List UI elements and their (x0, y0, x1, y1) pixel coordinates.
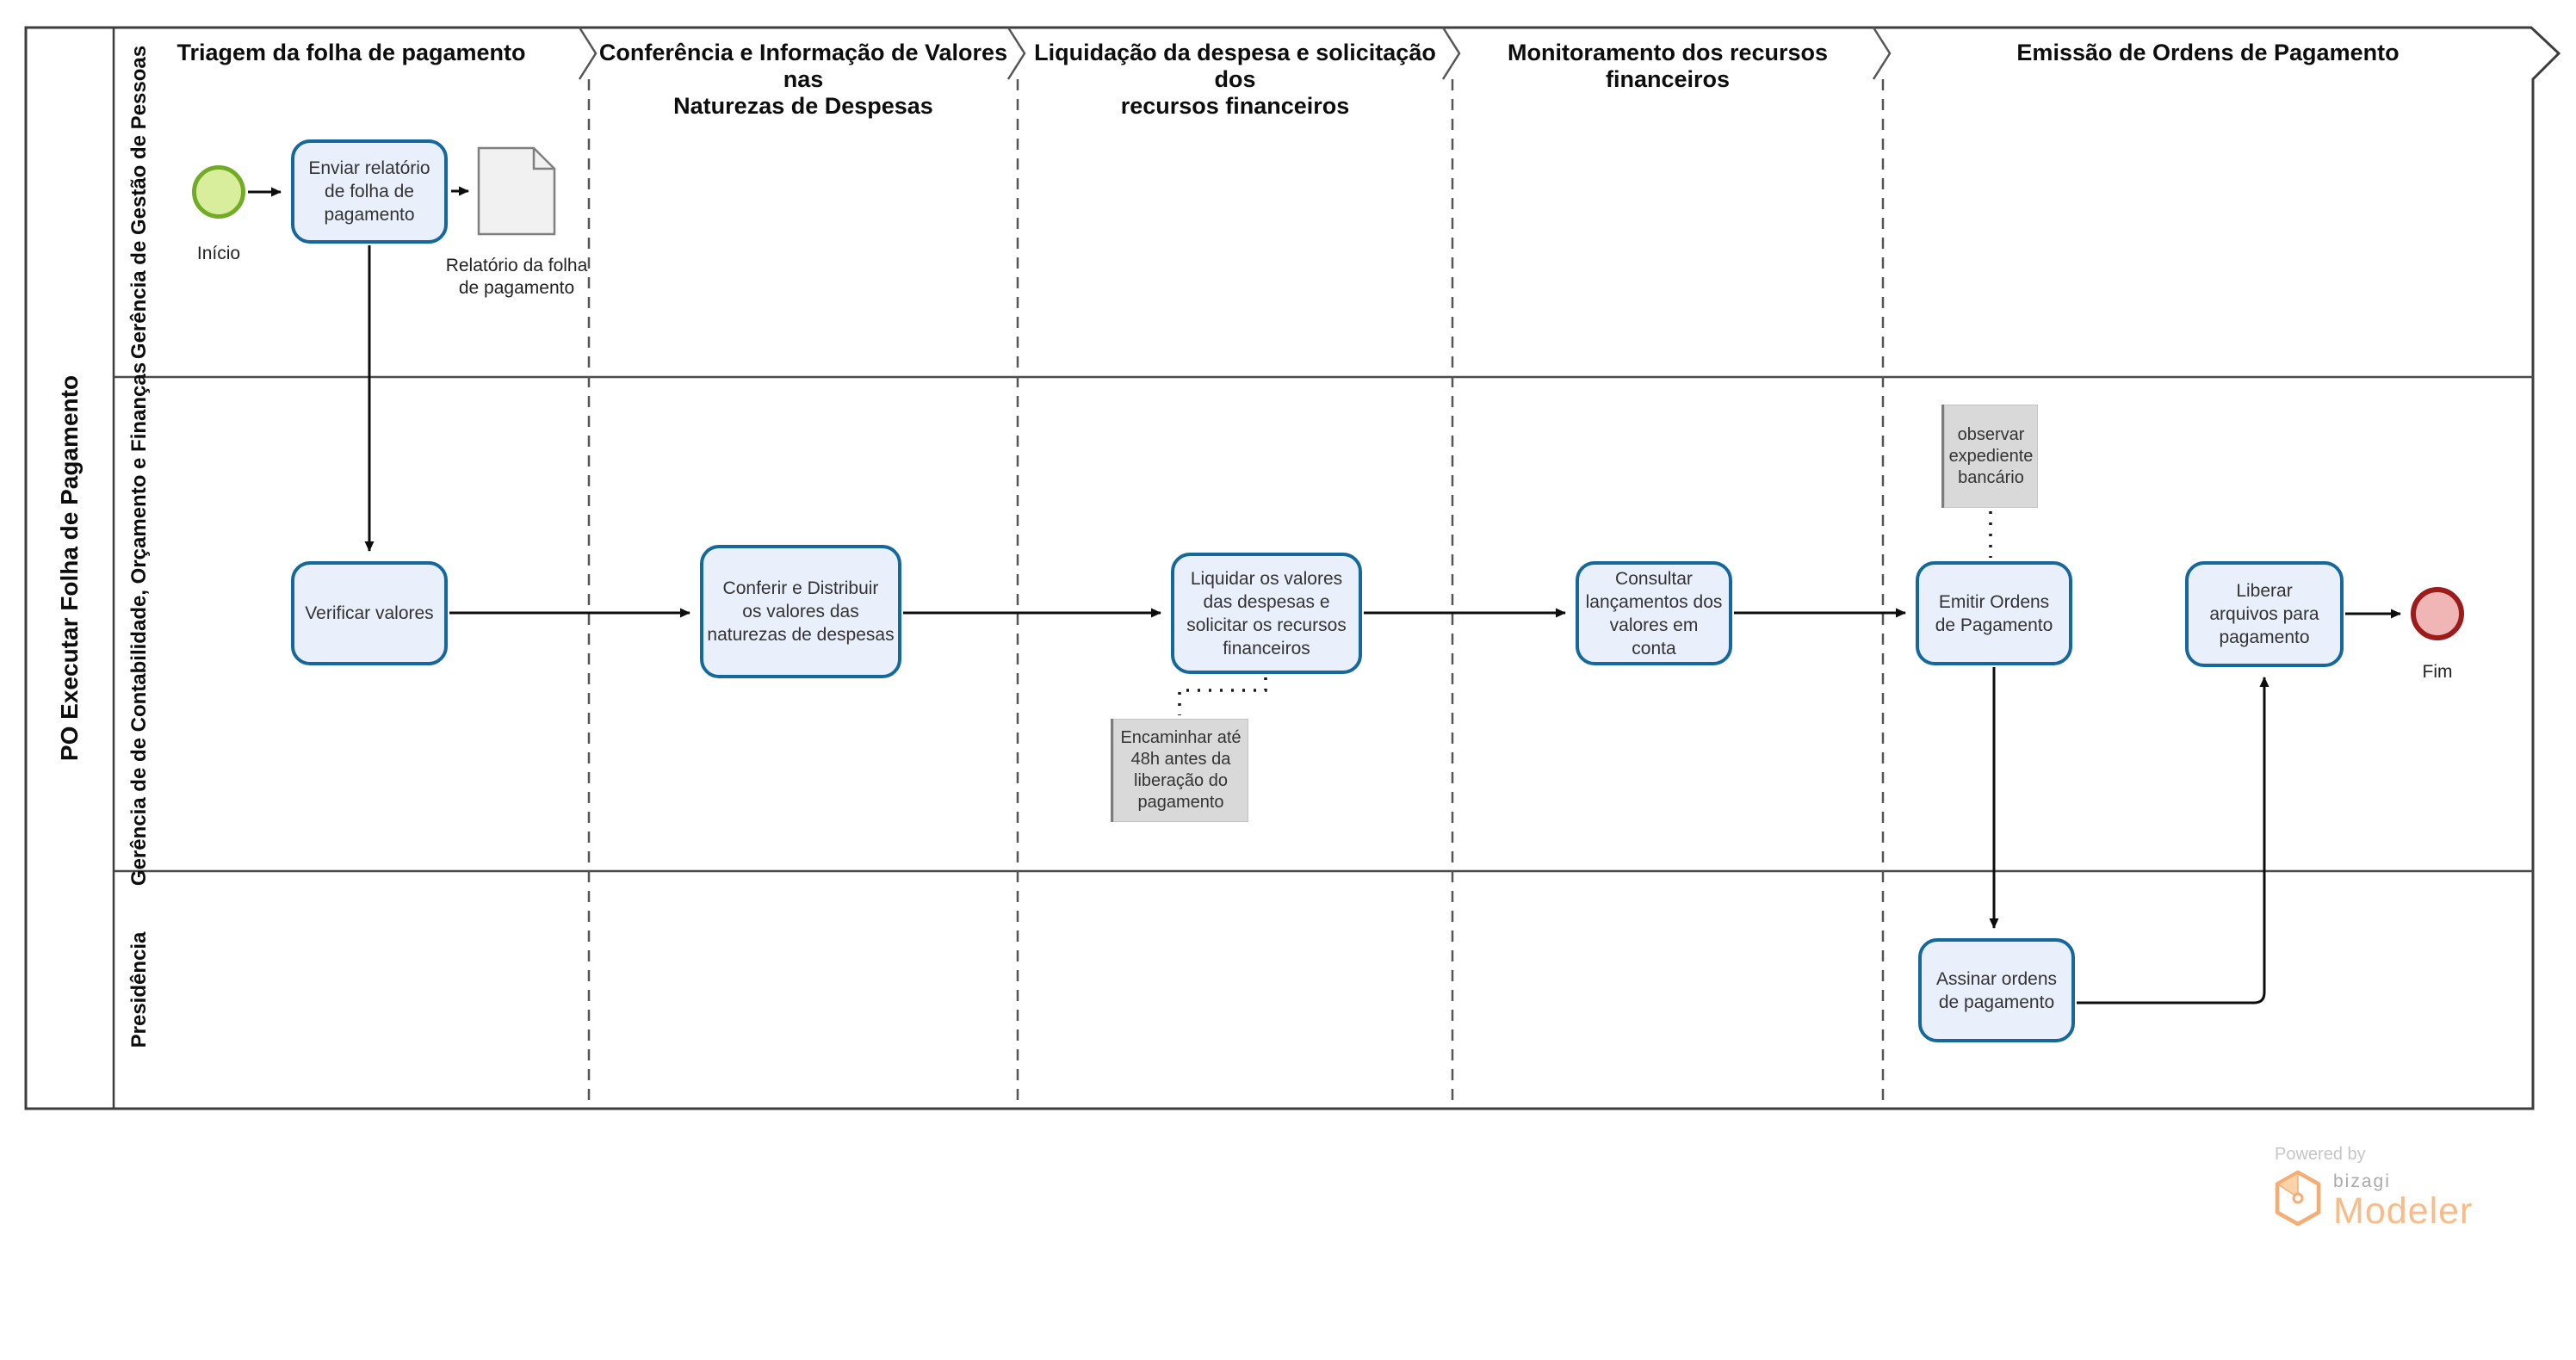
phase-separators (578, 27, 1892, 1109)
document-label: Relatório da folha de pagamento (445, 256, 588, 298)
task-liquidar-despesas[interactable]: Liquidar os valores das despesas e solic… (1171, 553, 1362, 674)
start-event-label: Início (196, 244, 241, 263)
task-assinar-ordens[interactable]: Assinar ordens de pagamento (1918, 938, 2075, 1042)
phase-title-conferencia: Conferência e Informação de Valores nas … (598, 40, 1008, 119)
bizagi-hexagon-icon (2275, 1170, 2321, 1227)
phase-chevron-4 (1872, 27, 1892, 80)
start-event[interactable] (192, 165, 245, 219)
association-liquidar-annotation (1178, 677, 1267, 715)
end-event-label: Fim (2422, 662, 2453, 682)
bizagi-brand-label: bizagi (2333, 1171, 2391, 1191)
task-conferir-distribuir[interactable]: Conferir e Distribuir os valores das nat… (700, 545, 901, 678)
annotation-encaminhar-48h[interactable]: Encaminhar até 48h antes da liberação do… (1111, 719, 1248, 822)
lane-label-contabilidade: Gerência de de Contabilidade, Orçamento … (127, 362, 151, 887)
phase-chevron-1 (578, 27, 598, 80)
phase-chevron-2 (1006, 27, 1026, 80)
modeler-product-label: Modeler (2333, 1190, 2474, 1232)
phase-title-monitoramento: Monitoramento dos recursos financeiros (1507, 40, 1829, 92)
lane-label-presidencia: Presidência (127, 931, 151, 1048)
phase-chevron-3 (1441, 27, 1461, 80)
bizagi-footer: Powered by bizagi Modeler (2275, 1145, 2533, 1233)
pool-title: PO Executar Folha de Pagamento (56, 374, 83, 762)
phase-title-triagem: Triagem da folha de pagamento (176, 40, 526, 65)
task-liberar-arquivos[interactable]: Liberar arquivos para pagamento (2185, 561, 2344, 667)
pool-border (24, 26, 2561, 1110)
phase-title-emissao: Emissão de Ordens de Pagamento (2016, 40, 2400, 65)
powered-by-label: Powered by (2275, 1145, 2366, 1164)
flow-assinar-to-liberar (2077, 677, 2269, 1005)
task-enviar-relatorio[interactable]: Enviar relatório de folha de pagamento (291, 139, 448, 244)
task-emitir-ordens[interactable]: Emitir Ordens de Pagamento (1916, 561, 2072, 665)
document-shape[interactable] (477, 146, 556, 236)
lane-label-gestao-pessoas: Gerência de Gestão de Pessoas (127, 45, 151, 360)
phase-title-liquidacao: Liquidação da despesa e solicitação dos … (1034, 40, 1436, 119)
end-event[interactable] (2411, 587, 2464, 640)
task-consultar-lancamentos[interactable]: Consultar lançamentos dos valores em con… (1576, 561, 1732, 665)
annotation-observar-expediente[interactable]: observar expediente bancário (1941, 405, 2038, 508)
task-verificar-valores[interactable]: Verificar valores (291, 561, 448, 665)
